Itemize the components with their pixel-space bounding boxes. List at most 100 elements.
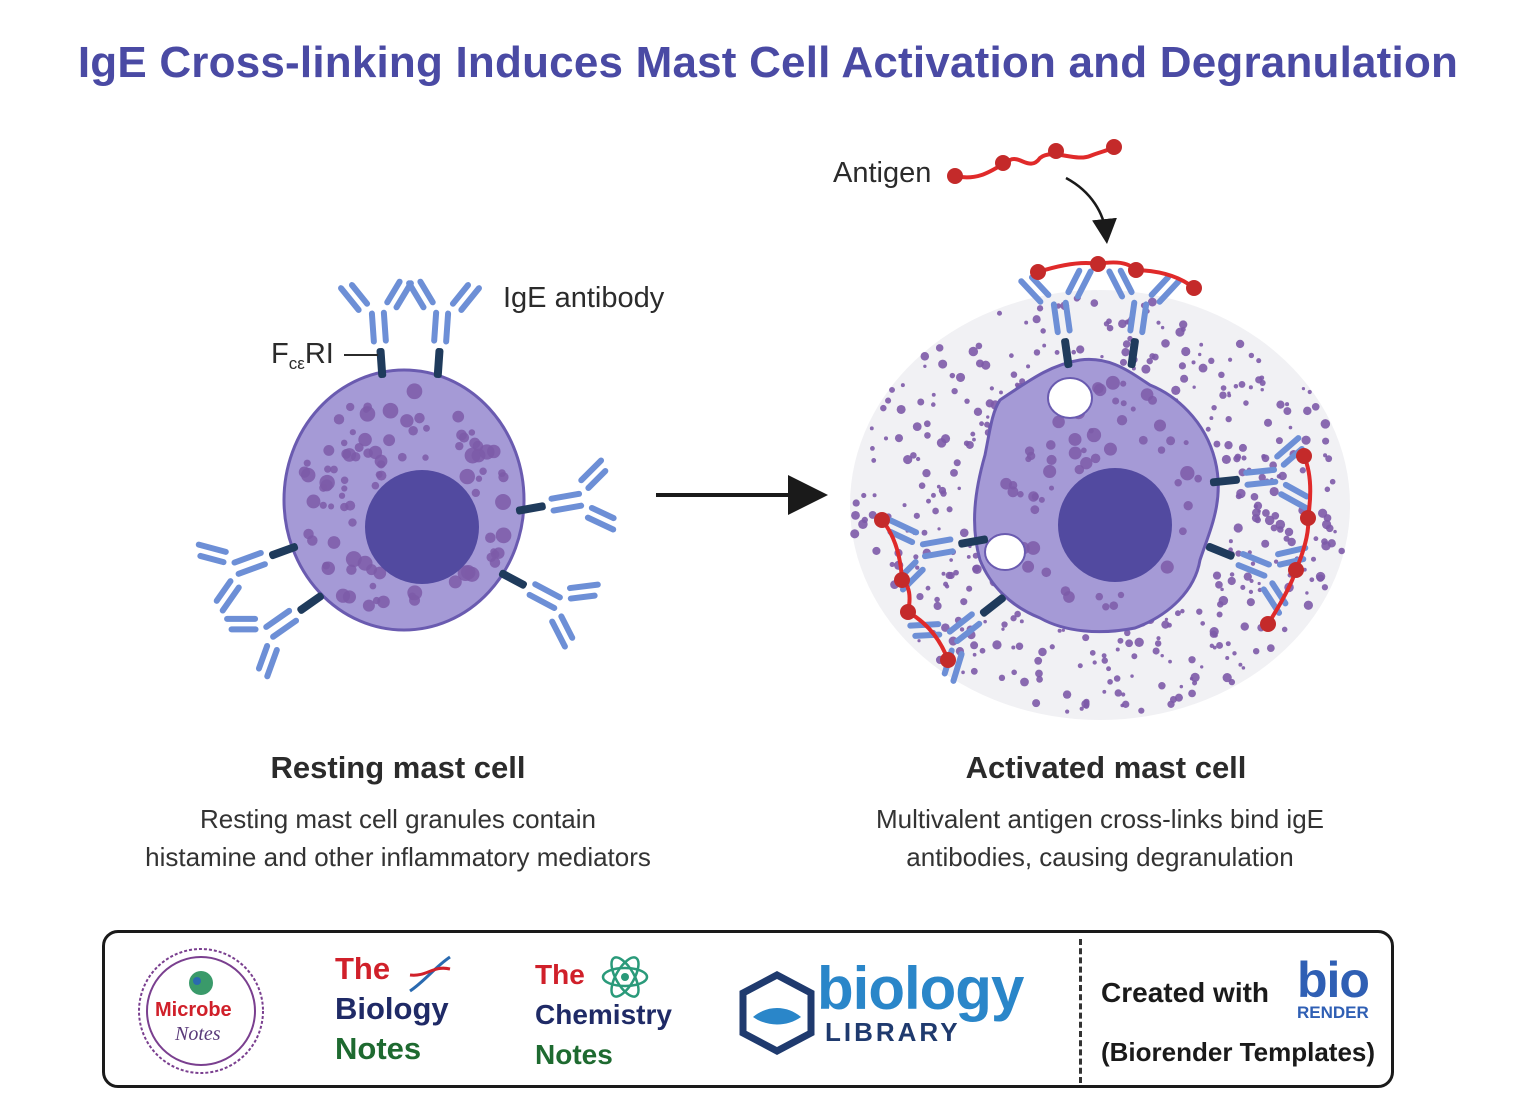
free-antigen-node: [947, 168, 963, 184]
released-granule: [1180, 374, 1189, 383]
released-granule: [1322, 437, 1330, 445]
antibody-arm: [228, 626, 259, 633]
released-granule: [1115, 647, 1120, 652]
released-granule: [1310, 556, 1317, 562]
released-granule: [1222, 672, 1232, 683]
released-granule: [1196, 608, 1203, 615]
released-granule: [1160, 653, 1164, 658]
granule: [303, 528, 314, 540]
released-granule: [934, 596, 940, 603]
released-granule: [889, 386, 895, 393]
released-granule: [1227, 576, 1236, 586]
released-granule: [1200, 665, 1204, 669]
released-granule: [1118, 319, 1127, 329]
fc-receptor: [268, 543, 299, 560]
released-granule: [1107, 679, 1113, 685]
granule: [371, 481, 380, 490]
granule: [468, 429, 476, 436]
released-granule: [902, 503, 907, 508]
released-granule: [1160, 325, 1165, 330]
released-granule: [1010, 615, 1017, 622]
granule: [1080, 447, 1087, 454]
released-granule: [1014, 610, 1021, 618]
released-granule: [1188, 656, 1196, 664]
granule: [306, 494, 321, 509]
granule: [1043, 464, 1057, 479]
released-granule: [989, 386, 994, 391]
granule: [1102, 603, 1110, 611]
granule: [1038, 496, 1045, 503]
receptor-label: FcεRI: [271, 338, 334, 374]
atom-icon: [601, 956, 649, 998]
granule: [328, 503, 335, 510]
granule: [1147, 395, 1158, 405]
antibody-heavy-chain: [550, 502, 585, 514]
released-granule: [885, 397, 892, 404]
granule: [333, 414, 345, 425]
released-granule: [1106, 666, 1111, 672]
antibody-arm: [1028, 274, 1052, 298]
granule: [1138, 435, 1148, 445]
released-granule: [1243, 400, 1249, 406]
biology-library-main: biology: [817, 955, 1024, 1022]
released-granule: [1062, 690, 1072, 699]
antibody-arm: [449, 282, 472, 307]
antibody-arm: [567, 592, 598, 602]
released-granule: [1338, 547, 1345, 555]
chemistry-notes-word-3: Notes: [535, 1039, 613, 1070]
released-granule: [1181, 346, 1191, 357]
granule: [1080, 457, 1093, 470]
released-granule: [1248, 385, 1253, 390]
released-granule: [1307, 389, 1312, 395]
granule: [407, 585, 423, 601]
granule: [1024, 446, 1035, 456]
released-granule: [1101, 653, 1107, 659]
released-granule: [1156, 320, 1161, 325]
resting-receptors: [195, 278, 617, 680]
granule: [373, 566, 387, 580]
released-granule: [915, 456, 921, 462]
released-granule: [1036, 676, 1043, 683]
released-granule: [1246, 598, 1255, 607]
free-antigen-chain: [954, 145, 1116, 180]
released-granule: [1257, 581, 1261, 586]
antibody-arm: [406, 280, 427, 311]
released-granule: [938, 359, 948, 369]
page-title: IgE Cross-linking Induces Mast Cell Acti…: [77, 38, 1459, 87]
released-granule: [1275, 519, 1286, 530]
microbe-notes-word: Microbe: [155, 999, 232, 1021]
released-granule: [1209, 643, 1215, 649]
released-granule: [1054, 349, 1060, 355]
granule: [414, 412, 425, 424]
released-granule: [1122, 700, 1130, 709]
released-granule: [1121, 348, 1130, 357]
released-granule: [1089, 649, 1096, 656]
released-granule: [1225, 415, 1232, 423]
ige-antibody: [498, 569, 601, 650]
released-granule: [1313, 536, 1319, 542]
granule: [338, 492, 346, 499]
granule: [321, 561, 335, 575]
granule: [455, 441, 464, 451]
granule: [369, 582, 377, 590]
antigen-label: Antigen: [833, 157, 932, 189]
granule: [349, 429, 356, 436]
activated-mast-cell: [850, 256, 1350, 720]
released-granule: [1261, 454, 1267, 459]
released-granule: [1211, 404, 1217, 411]
granule: [377, 595, 390, 609]
released-granule: [1253, 501, 1263, 510]
antigen-node: [1296, 448, 1312, 464]
ige-antibody: [195, 541, 299, 614]
released-granule: [998, 674, 1006, 682]
released-granule: [1283, 535, 1290, 542]
released-granule: [973, 407, 983, 416]
released-granule: [912, 422, 922, 431]
released-granule: [1225, 655, 1230, 660]
released-granule: [946, 506, 953, 513]
resting-heading: Resting mast cell: [270, 750, 526, 785]
released-granule: [1106, 324, 1114, 332]
biology-library-icon: [739, 971, 815, 1055]
granule: [340, 439, 348, 447]
granule: [298, 466, 311, 478]
